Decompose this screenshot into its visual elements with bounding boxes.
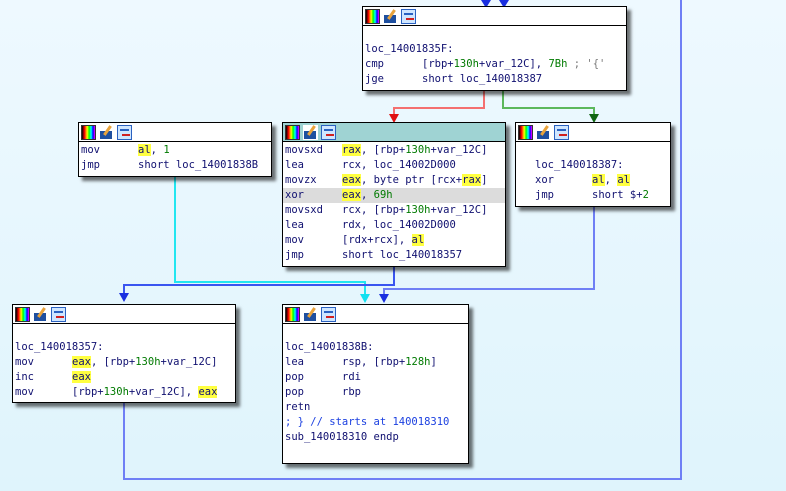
label[interactable]: loc_14001835F: xyxy=(365,43,454,55)
edit-node-icon[interactable] xyxy=(303,306,318,322)
arrowhead-incoming-1 xyxy=(481,0,491,8)
graph-view-icon[interactable] xyxy=(117,124,132,140)
node-header xyxy=(516,123,670,142)
node-header xyxy=(13,305,235,324)
color-palette-icon[interactable] xyxy=(285,124,300,140)
label[interactable]: loc_140018357: xyxy=(15,341,104,353)
graph-view-icon[interactable] xyxy=(401,8,416,24)
node-header-active xyxy=(283,123,505,142)
graph-view-icon[interactable] xyxy=(321,306,336,322)
edge-clear-to-ret xyxy=(383,207,595,297)
graph-view-icon[interactable] xyxy=(554,124,569,140)
arrowhead-incoming-2 xyxy=(499,0,509,8)
instruction[interactable]: mov[rbp+130h+var_12C], eax xyxy=(15,386,218,398)
edit-node-icon[interactable] xyxy=(99,124,114,140)
function-end-comment: ; } // starts at 140018310 xyxy=(285,416,450,428)
edit-node-icon[interactable] xyxy=(383,8,398,24)
graph-view-icon[interactable] xyxy=(321,124,336,140)
color-palette-icon[interactable] xyxy=(285,306,300,322)
label[interactable]: loc_140018387: xyxy=(535,159,624,171)
node-header xyxy=(363,7,626,26)
graph-view-icon[interactable] xyxy=(51,306,66,322)
edit-node-icon[interactable] xyxy=(303,124,318,140)
endp-directive: sub_140018310 endp xyxy=(285,431,399,443)
color-palette-icon[interactable] xyxy=(15,306,30,322)
edge-loop-back xyxy=(123,0,682,480)
color-palette-icon[interactable] xyxy=(518,124,533,140)
edit-node-icon[interactable] xyxy=(33,306,48,322)
arrowhead-inc xyxy=(119,293,129,302)
instruction[interactable]: mov[rdx+rcx], al xyxy=(285,234,425,246)
edge-xor-to-inc xyxy=(123,267,395,294)
edge-false-branch xyxy=(393,91,485,118)
arrowhead-true xyxy=(589,114,599,123)
edge-set-one-to-ret xyxy=(174,177,366,297)
instruction[interactable]: retn xyxy=(285,401,311,413)
node-header xyxy=(79,123,271,142)
node-header xyxy=(283,305,468,324)
edit-node-icon[interactable] xyxy=(536,124,551,140)
instruction[interactable]: cmp[rbp+130h+var_12C], 7Bh ; '{' xyxy=(365,58,606,70)
arrowhead-cyan xyxy=(360,294,370,303)
edge-true-branch xyxy=(502,91,595,118)
color-palette-icon[interactable] xyxy=(365,8,380,24)
arrowhead-false xyxy=(389,114,399,123)
color-palette-icon[interactable] xyxy=(81,124,96,140)
arrowhead-ret xyxy=(379,294,389,303)
label[interactable]: loc_14001838B: xyxy=(285,341,374,353)
node-cmp-block[interactable]: loc_14001835F: cmp[rbp+130h+var_12C], 7B… xyxy=(362,6,627,91)
